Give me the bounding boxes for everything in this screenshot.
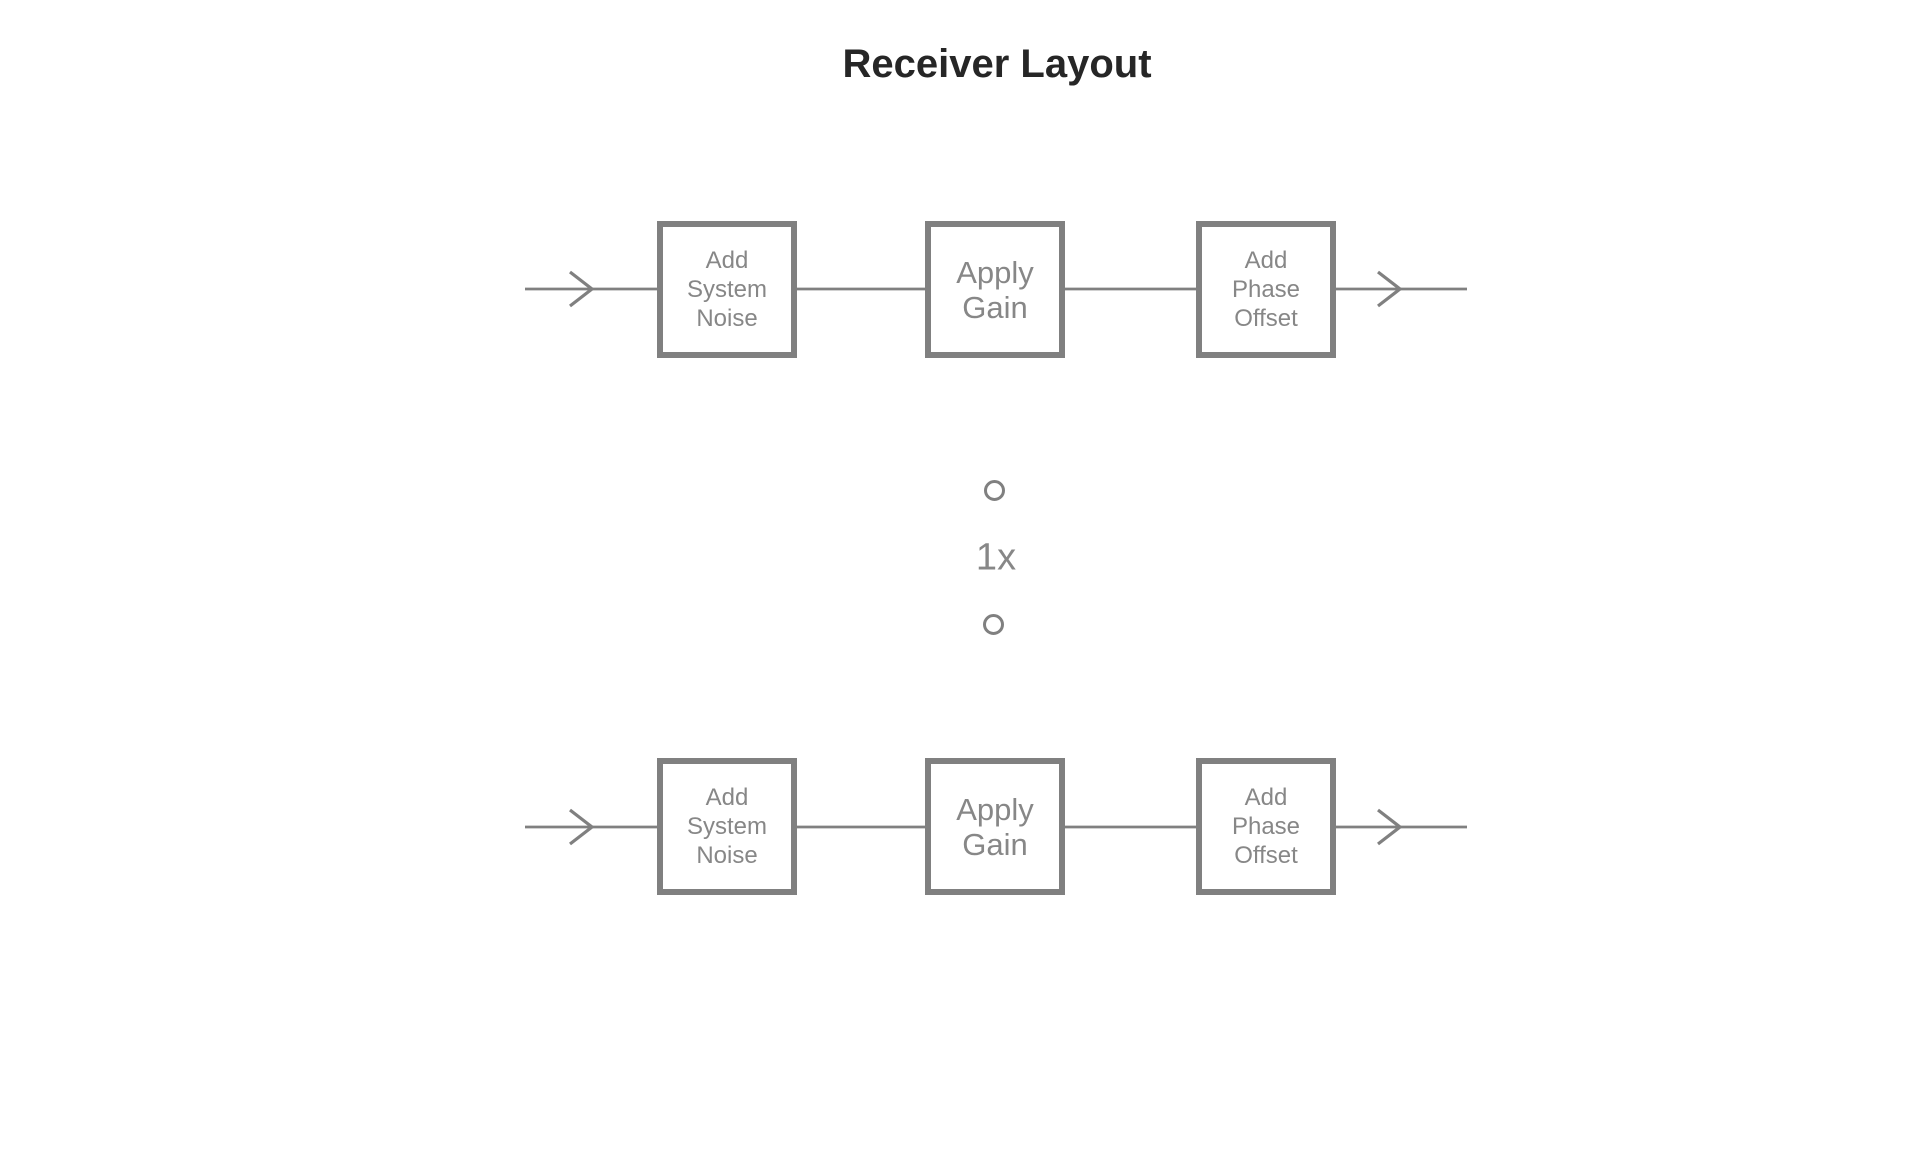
- repeat-count-label: 1x: [975, 536, 1017, 579]
- block-label: Add System Noise: [686, 247, 767, 332]
- block-add-system-noise-row1: Add System Noise: [657, 221, 797, 358]
- ellipsis-circle-top-icon: [984, 480, 1005, 501]
- input-arrowhead-row1-icon: [569, 270, 595, 308]
- ellipsis-circle-bottom-icon: [983, 614, 1004, 635]
- block-add-system-noise-row2: Add System Noise: [657, 758, 797, 895]
- block-label: Apply Gain: [956, 791, 1034, 862]
- block-label: Add System Noise: [686, 784, 767, 869]
- input-arrowhead-row2-icon: [569, 808, 595, 846]
- output-arrowhead-row2-icon: [1377, 808, 1403, 846]
- block-apply-gain-row1: Apply Gain: [925, 221, 1065, 358]
- block-label: Apply Gain: [956, 254, 1034, 325]
- block-add-phase-offset-row1: Add Phase Offset: [1196, 221, 1336, 358]
- block-label: Add Phase Offset: [1231, 247, 1301, 332]
- block-label: Add Phase Offset: [1231, 784, 1301, 869]
- block-apply-gain-row2: Apply Gain: [925, 758, 1065, 895]
- block-add-phase-offset-row2: Add Phase Offset: [1196, 758, 1336, 895]
- output-arrowhead-row1-icon: [1377, 270, 1403, 308]
- figure-title: Receiver Layout: [842, 42, 1152, 86]
